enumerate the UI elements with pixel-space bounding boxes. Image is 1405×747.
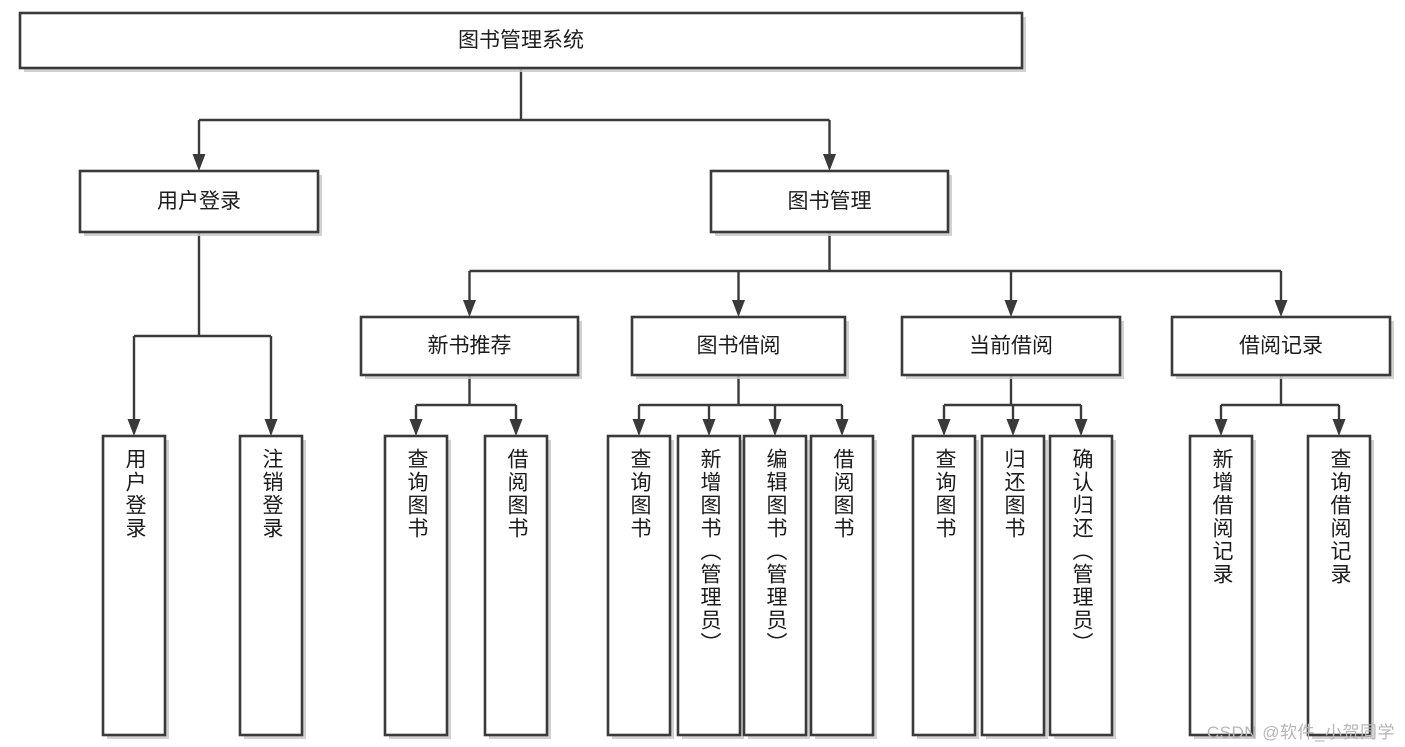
connectors-layer	[127, 68, 1346, 436]
watermark-credit: CSDN @软件_小贺同学	[1206, 723, 1395, 742]
node-borrow-records[interactable]	[1170, 315, 1394, 379]
node-boxes-layer	[18, 11, 1394, 739]
node-label-root: 图书管理系统	[458, 29, 584, 52]
node-label-current-borrow: 当前借阅	[969, 335, 1053, 358]
node-book-borrow[interactable]	[630, 315, 849, 379]
edge-group-root	[192, 68, 836, 171]
node-label-book-borrow: 图书借阅	[697, 335, 781, 358]
node-label-borrow-records: 借阅记录	[1239, 335, 1323, 358]
node-leaf-return-book[interactable]	[980, 434, 1048, 739]
edge-group-borrow-records	[1214, 375, 1346, 436]
node-current-borrow[interactable]	[900, 315, 1124, 379]
node-new-book-recommend[interactable]	[359, 315, 582, 379]
node-leaf-query-book-borrow[interactable]	[606, 434, 674, 739]
node-label-book-management: 图书管理	[788, 190, 872, 213]
node-label-new-book-recommend: 新书推荐	[428, 335, 512, 358]
edge-group-book-management	[463, 232, 1288, 317]
node-leaf-user-login[interactable]	[101, 434, 169, 739]
node-user-login[interactable]	[78, 169, 322, 236]
edge-group-current-borrow	[937, 375, 1088, 436]
node-root[interactable]	[18, 11, 1026, 72]
node-leaf-query-book-recommend[interactable]	[383, 434, 451, 739]
node-leaf-edit-book[interactable]	[742, 434, 810, 739]
node-leaf-borrow-book[interactable]	[809, 434, 877, 739]
node-leaf-query-book-current[interactable]	[911, 434, 979, 739]
node-label-user-login: 用户登录	[157, 190, 241, 213]
node-leaf-confirm-return[interactable]	[1048, 434, 1116, 739]
node-book-management[interactable]	[709, 169, 952, 236]
node-leaf-query-borrow-record[interactable]	[1306, 434, 1374, 739]
edge-group-book-borrow	[632, 375, 849, 436]
edge-group-user-login	[127, 232, 278, 436]
node-leaf-add-book[interactable]	[676, 434, 744, 739]
node-leaf-logout[interactable]	[238, 434, 306, 739]
node-leaf-add-borrow-record[interactable]	[1188, 434, 1256, 739]
node-leaf-borrow-book-recommend[interactable]	[483, 434, 551, 739]
edge-group-new-book-recommend	[409, 375, 523, 436]
